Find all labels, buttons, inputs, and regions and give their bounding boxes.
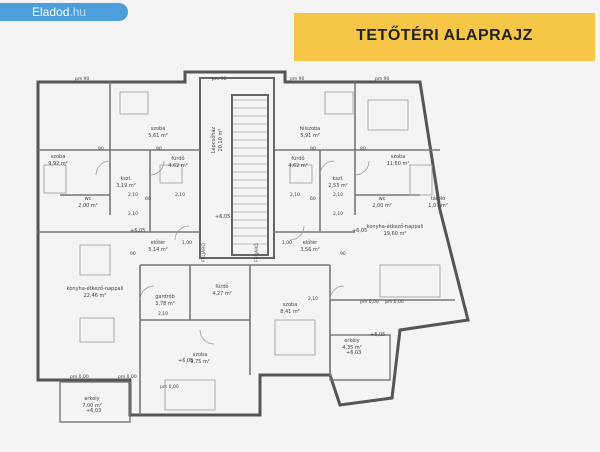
stair-label: FELJÁRÓ <box>253 243 260 262</box>
room-label: kszl. <box>120 176 132 182</box>
room-label: wc <box>85 196 92 202</box>
dimension-label: 2,10 <box>158 311 168 317</box>
level-label: pm 0,00 <box>360 299 379 305</box>
brand-logo-text: Eladod.hu <box>32 5 87 19</box>
door-dimensions: 2,10 2,10 2,10 2,10 2,10 2,10 1,00 1,00 … <box>98 146 366 317</box>
room-area: 1,07 m² <box>428 203 448 209</box>
page-title: TETŐTÉRI ALAPRAJZ <box>356 27 533 44</box>
room-area: 9,92 m² <box>48 161 68 167</box>
room-area: 7,00 m² <box>82 403 102 409</box>
room-label: kszl. <box>332 176 344 182</box>
room-label: szoba <box>391 154 406 160</box>
dimension-label: 60 <box>310 196 316 202</box>
room-label: fürdő <box>171 156 184 162</box>
staircase <box>199 77 275 259</box>
dimension-label: 2,10 <box>333 211 343 217</box>
room-area: 8,41 m² <box>280 309 300 315</box>
room-label: tároló <box>431 195 445 202</box>
dimension-label: 2,10 <box>290 192 300 198</box>
elevation-label: +6,05 <box>370 332 385 338</box>
brand-logo[interactable]: Eladod.hu <box>0 3 128 21</box>
room-area: 5,91 m² <box>300 133 320 139</box>
dimension-label: 2,10 <box>128 211 138 217</box>
room-label: szoba <box>193 352 208 358</box>
dimension-label: 2,10 <box>128 192 138 198</box>
dimension-label: 2,10 <box>175 192 185 198</box>
door-swings <box>95 160 370 345</box>
room-label: előtér <box>303 239 319 246</box>
elevation-label: +6,03 <box>346 350 361 356</box>
level-label: pm 90 <box>290 76 305 82</box>
room-area: 20,10 m² <box>218 129 224 152</box>
room-area: 5,61 m² <box>148 133 168 139</box>
room-area: 2,53 m² <box>328 183 348 189</box>
room-label: Lépcsőház <box>210 127 217 154</box>
dimension-label: 90 <box>98 146 104 152</box>
dimension-label: 90 <box>130 251 136 257</box>
dimension-label: 60 <box>145 196 151 202</box>
elevation-label: +6,05 <box>130 228 145 234</box>
elevation-label: +6,05 <box>178 358 193 364</box>
room-label: gardrób <box>155 293 175 300</box>
dimension-label: 80 <box>360 146 366 152</box>
room-label: konyha-étkező-nappali <box>67 285 124 292</box>
dimension-label: 1,00 <box>282 240 292 246</box>
room-label: fürdő <box>291 156 304 162</box>
room-label: konyha-étkező-nappali <box>367 223 424 230</box>
room-label: fürdő <box>215 284 228 290</box>
room-area: 22,46 m² <box>84 293 107 299</box>
elevation-label: +6,03 <box>86 408 101 414</box>
elevation-label: +6,05 <box>352 228 367 234</box>
room-area: 4,27 m² <box>212 291 232 297</box>
room-label: erkély <box>84 395 99 402</box>
room-area: 4,62 m² <box>168 163 188 169</box>
room-label: erkély <box>344 337 359 344</box>
room-area: 4,35 m² <box>342 345 362 351</box>
level-label: pm 0,00 <box>160 384 179 390</box>
stair-direction-labels: FELJÁRÓ FELJÁRÓ <box>200 243 260 262</box>
room-area: 9,75 m² <box>190 359 210 365</box>
room-area: 19,60 m² <box>384 231 407 237</box>
furniture <box>43 91 441 411</box>
elevation-label: +6,05 <box>215 214 230 220</box>
level-label: pm 0,00 <box>70 374 89 380</box>
room-area: 2,00 m² <box>78 203 98 209</box>
room-label: szoba <box>283 302 298 308</box>
dimension-label: 90 <box>340 251 346 257</box>
room-area: 4,62 m² <box>288 163 308 169</box>
level-label: pm 0,00 <box>118 374 137 380</box>
stair-label: FELJÁRÓ <box>200 243 207 262</box>
dimension-label: 2,10 <box>333 192 343 198</box>
room-area: 3,78 m² <box>155 301 175 307</box>
room-area: 3,19 m² <box>116 183 136 189</box>
room-area: 5,14 m² <box>148 247 168 253</box>
level-label: pm 90 <box>212 76 227 82</box>
interior-walls <box>38 82 455 415</box>
room-area: 3,56 m² <box>300 247 320 253</box>
outer-walls <box>36 70 470 417</box>
level-marks: pm 90 pm 90 pm 90 pm 90 pm 0,00 pm 0,00 … <box>70 76 404 390</box>
level-label: pm 90 <box>375 76 390 82</box>
room-label: félszoba <box>300 125 321 132</box>
room-area: 2,00 m² <box>372 203 392 209</box>
stair-steps <box>232 99 268 245</box>
room-label: előtér <box>151 239 167 246</box>
room-area: 11,60 m² <box>387 161 410 167</box>
room-label: wc <box>379 196 386 202</box>
dimension-label: 90 <box>156 146 162 152</box>
room-labels: szoba 9,92 m² szoba 5,61 m² fürdő 4,62 m… <box>48 125 448 409</box>
room-label: szoba <box>151 126 166 132</box>
level-label: pm 0,00 <box>385 299 404 305</box>
dimension-label: 90 <box>310 146 316 152</box>
dimension-label: 2,10 <box>308 296 318 302</box>
room-label: szoba <box>51 154 66 160</box>
title-banner: TETŐTÉRI ALAPRAJZ <box>294 13 595 61</box>
elevation-marks: +6,05 +6,05 +6,05 +6,05 +6,05 +6,03 +6,0… <box>86 214 385 414</box>
dimension-label: 1,00 <box>182 240 192 246</box>
level-label: pm 90 <box>75 76 90 82</box>
balconies <box>59 334 391 423</box>
